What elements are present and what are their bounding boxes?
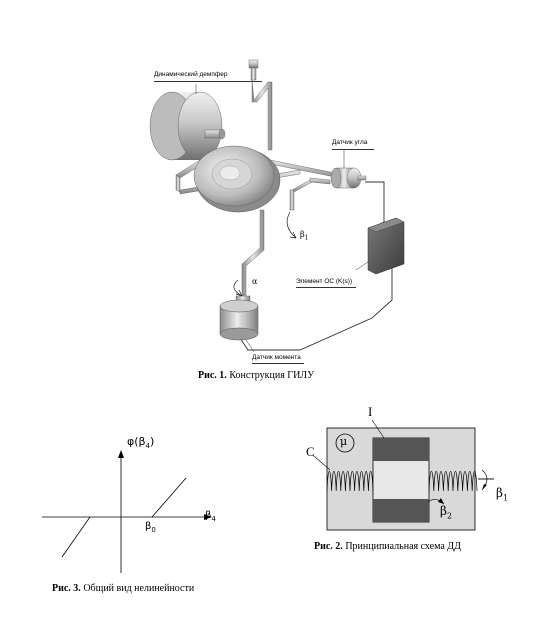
figure-2-caption: Рис. 2. Принципиальная схема ДД	[314, 541, 461, 552]
dynamic-damper	[149, 91, 226, 161]
beta2-label: β2	[440, 504, 453, 521]
spring-left	[326, 470, 374, 492]
beta1-label: β1	[300, 230, 309, 242]
label-C-leader	[313, 455, 331, 471]
feedback-element	[367, 217, 405, 275]
inertia-label: I	[368, 404, 373, 419]
upper-shaft	[248, 59, 273, 151]
torque-sensor-label: Датчик момента	[252, 354, 301, 361]
stiffness-label: C	[306, 444, 315, 459]
gyro-rotor	[193, 145, 281, 213]
x-axis-arrow	[204, 514, 212, 520]
damper-label: Динамический демпфер	[154, 71, 228, 78]
nonlinearity-right-branch	[151, 477, 187, 518]
angle-sensor	[330, 167, 367, 189]
beta1-output-label: β1	[496, 486, 509, 503]
label-I-leader	[371, 419, 385, 439]
leader-lines	[195, 84, 369, 353]
nonlinearity-left-branch	[61, 516, 91, 558]
torque-sensor	[219, 295, 259, 341]
feedback-element-label: Элемент ОС (K(s))	[296, 278, 353, 285]
angle-sensor-label: Датчик угла	[332, 139, 368, 146]
beta0-label: β0	[145, 521, 156, 534]
beta4-axis-label: β4	[205, 510, 216, 523]
phi-axis-label: φ(β4)	[127, 435, 155, 451]
rotation-arrows	[233, 211, 297, 297]
inertial-mass	[372, 437, 430, 523]
viscosity-circle	[335, 433, 355, 453]
spring-right	[428, 470, 478, 492]
figure-1-caption: Рис. 1. Конструкция ГИЛУ	[198, 370, 315, 381]
figure-3-caption: Рис. 3. Общий вид нелинейности	[52, 583, 195, 594]
alpha-label: α	[252, 277, 258, 286]
mu-label: μ	[340, 435, 348, 448]
y-axis-arrow	[118, 450, 124, 458]
